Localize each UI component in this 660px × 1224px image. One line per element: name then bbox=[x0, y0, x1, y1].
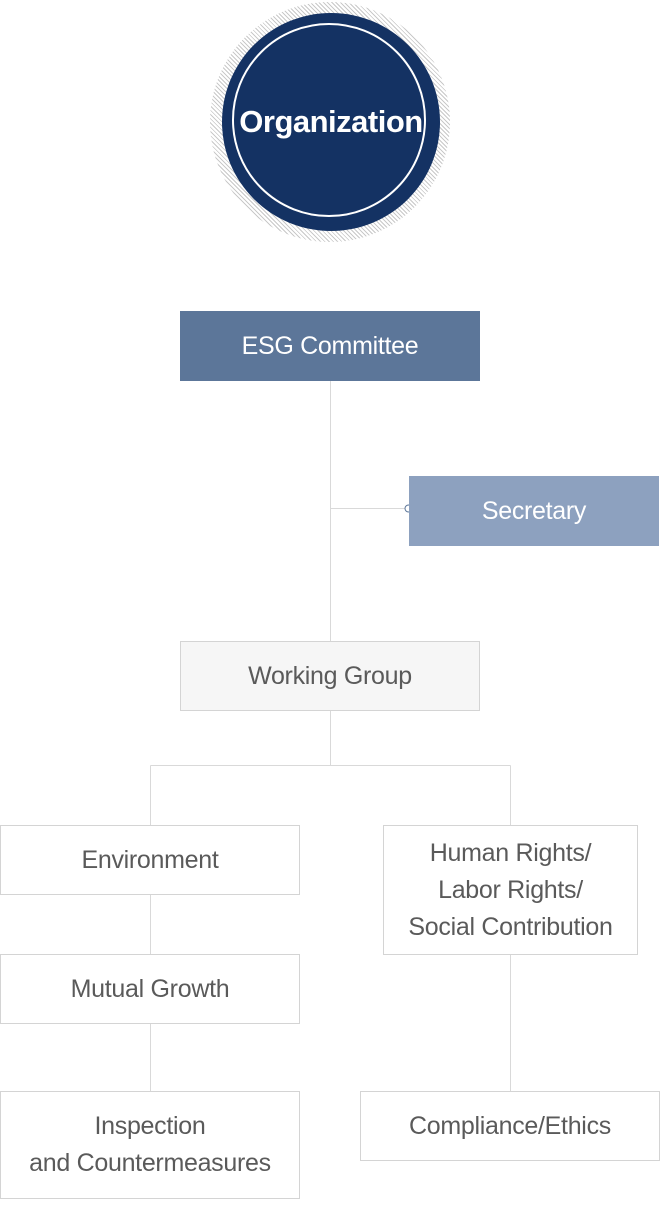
node-esg-committee: ESG Committee bbox=[180, 311, 480, 381]
node-secretary: Secretary bbox=[409, 476, 659, 546]
node-human-rights: Human Rights/ Labor Rights/ Social Contr… bbox=[383, 825, 638, 955]
node-environment: Environment bbox=[0, 825, 300, 895]
node-mutual-growth: Mutual Growth bbox=[0, 954, 300, 1024]
node-compliance-ethics: Compliance/Ethics bbox=[360, 1091, 660, 1161]
node-inspection-and-countermeasures: Inspection and Countermeasures bbox=[0, 1091, 300, 1199]
node-working-group: Working Group bbox=[180, 641, 480, 711]
organization-badge-ring bbox=[232, 23, 426, 217]
organization-title: Organization bbox=[239, 104, 423, 139]
